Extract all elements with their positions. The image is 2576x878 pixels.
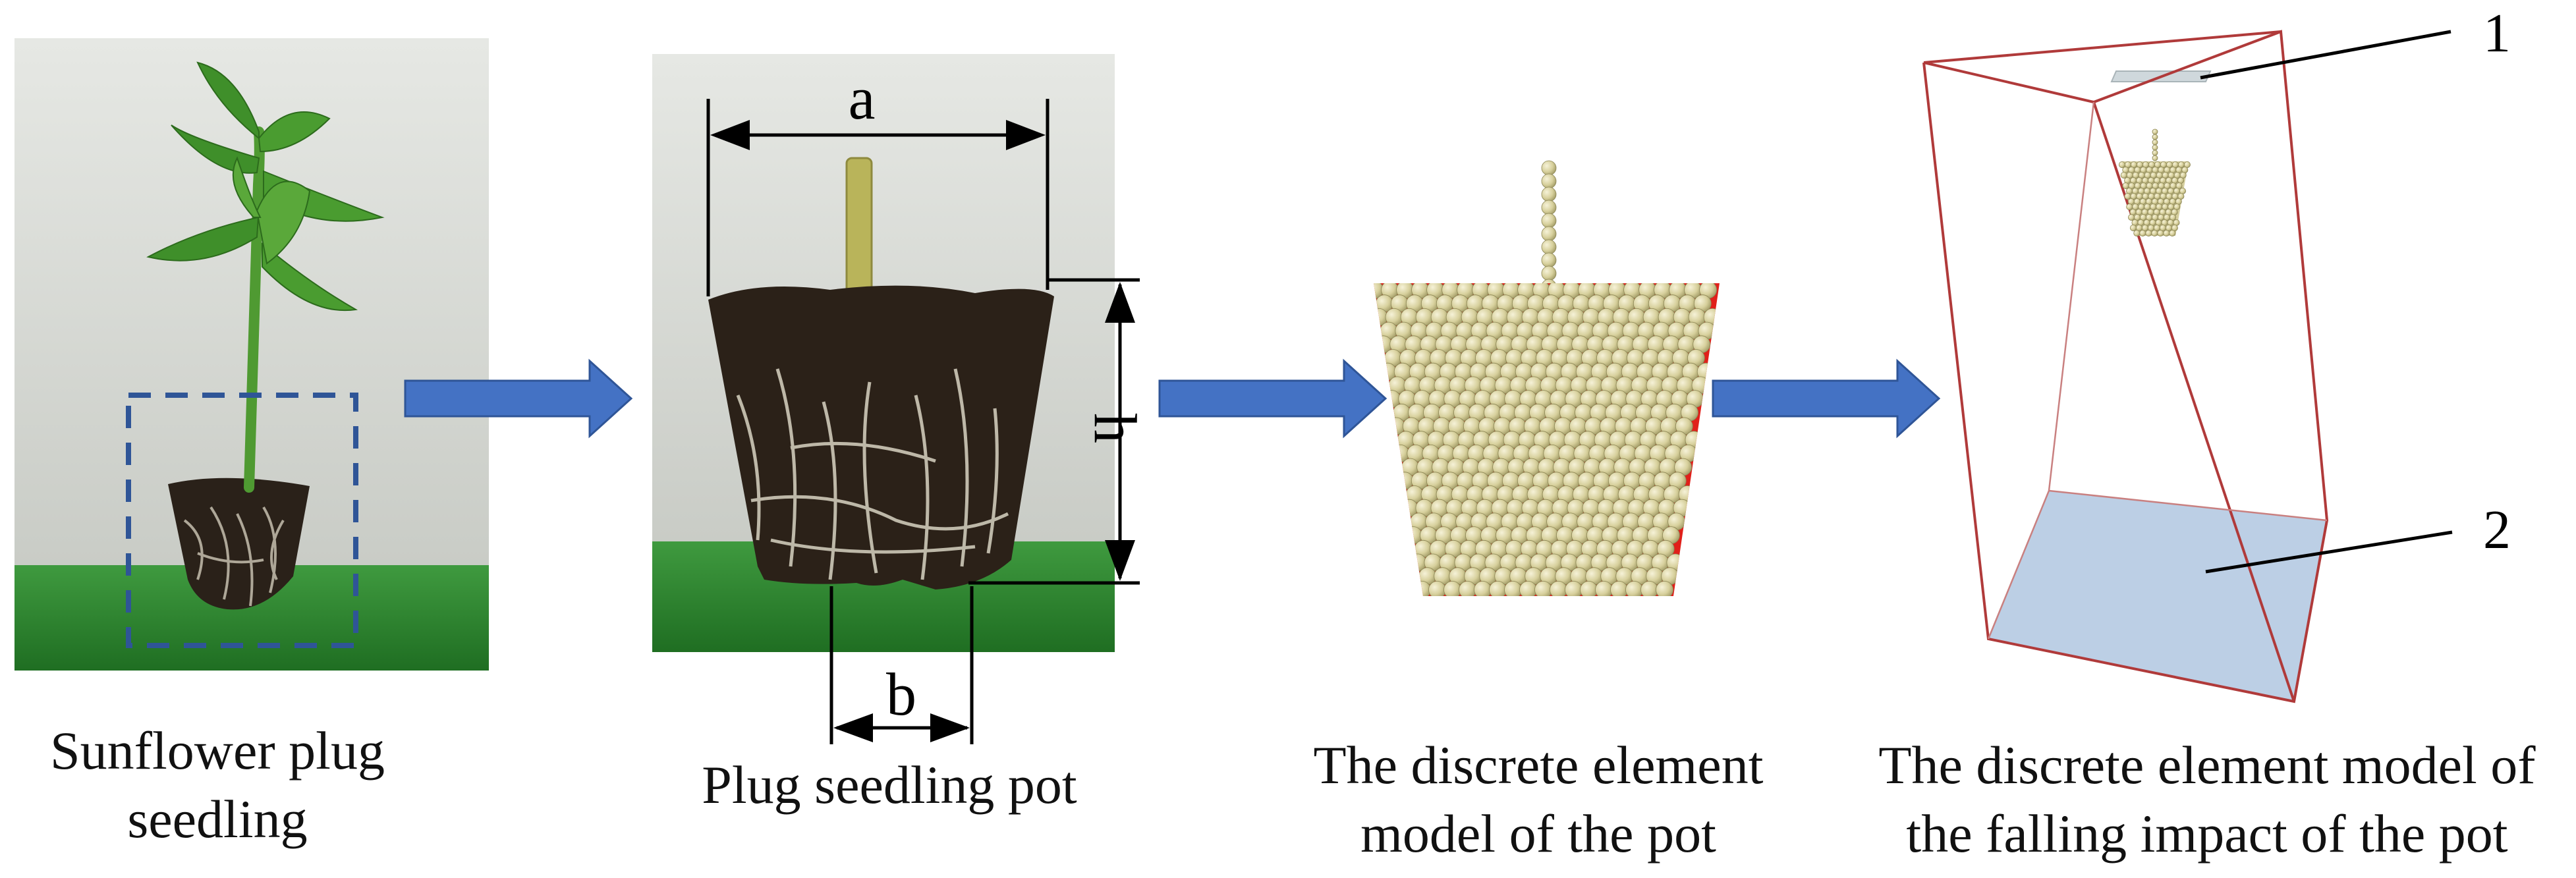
small-stem-particle xyxy=(2152,139,2158,146)
small-pot-particle xyxy=(2139,229,2146,236)
small-pot-particles xyxy=(2118,161,2191,236)
pot-photo: a b h xyxy=(652,54,1149,744)
caption-seedling: Sunflower plug seedling xyxy=(0,717,435,854)
pot-particle xyxy=(1413,581,1431,596)
caption-dem-fall-line-1: The discrete element model of xyxy=(1878,735,2536,795)
caption-seedling-line-1: Sunflower plug xyxy=(50,721,385,781)
pot-particle xyxy=(1565,581,1582,596)
photo2-soil-block xyxy=(708,285,1054,590)
photo2-stem xyxy=(845,157,873,301)
pot-particle xyxy=(1610,581,1628,596)
seedling-photo xyxy=(14,38,489,671)
caption-dem-fall: The discrete element model of the fallin… xyxy=(1845,731,2569,868)
caption-dem-pot-line-2: model of the pot xyxy=(1360,804,1716,864)
callout-line-2 xyxy=(2205,530,2453,574)
caption-seedling-line-2: seedling xyxy=(127,789,308,849)
small-pot-particle xyxy=(2163,229,2170,236)
stem-particle xyxy=(1541,173,1557,189)
pot-particle xyxy=(1428,581,1446,596)
small-pot-particle xyxy=(2157,229,2164,236)
dim-a-label: a xyxy=(849,65,876,132)
photo1-leaves xyxy=(146,61,385,312)
callout-line-1 xyxy=(2200,30,2451,80)
small-pot-particle xyxy=(2124,192,2131,200)
dim-a-arrow-right xyxy=(1006,120,1046,150)
pot-particle xyxy=(1534,581,1552,596)
pot-particle xyxy=(1443,581,1461,596)
flow-arrow-2 xyxy=(1158,358,1387,439)
small-pot-particle xyxy=(2151,229,2158,236)
pot-particle xyxy=(1625,581,1643,596)
small-pot-particle xyxy=(2120,171,2127,178)
dim-b-label: b xyxy=(886,661,916,728)
small-stem-particle xyxy=(2152,134,2158,140)
photo2-roots xyxy=(736,368,1009,580)
small-pot-stem xyxy=(2152,128,2158,161)
photo1-stem xyxy=(244,126,265,493)
pot-particle xyxy=(1489,581,1507,596)
small-pot-particle xyxy=(2129,224,2137,231)
pot-particle xyxy=(1474,581,1492,596)
dem-pot-model xyxy=(1374,160,1720,596)
small-pot-particle xyxy=(2145,229,2152,236)
small-pot-particle xyxy=(2126,203,2133,210)
small-pot-particle xyxy=(2133,229,2141,236)
caption-dem-pot-line-1: The discrete element xyxy=(1313,735,1764,795)
stem-particle xyxy=(1541,186,1557,202)
stem-particle xyxy=(1541,226,1557,242)
dem-pot-particles xyxy=(1374,283,1720,596)
pot-particle xyxy=(1580,581,1598,596)
caption-dem-fall-line-2: the falling impact of the pot xyxy=(1906,804,2508,864)
small-stem-particle xyxy=(2152,150,2158,156)
pot-particle xyxy=(1519,581,1537,596)
caption-pot: Plug seedling pot xyxy=(659,751,1120,819)
dem-stem-particles xyxy=(1541,160,1557,294)
small-stem-particle xyxy=(2152,128,2158,135)
caption-dem-pot: The discrete element model of the pot xyxy=(1265,731,1812,868)
stem-particle xyxy=(1541,239,1557,255)
pot-particle xyxy=(1550,581,1567,596)
dim-h-arrow-bottom xyxy=(1105,540,1135,581)
pot-particle xyxy=(1595,581,1613,596)
small-stem-particle xyxy=(2152,144,2158,151)
pot-particle xyxy=(1640,581,1658,596)
dim-a-arrow-left xyxy=(710,120,750,150)
stem-particle xyxy=(1541,265,1557,281)
stem-particle xyxy=(1541,200,1557,215)
stem-particle xyxy=(1541,252,1557,268)
callout-label-1: 1 xyxy=(2483,3,2511,64)
dim-h-label: h xyxy=(1082,413,1149,443)
pot-particle xyxy=(1504,581,1522,596)
small-pot-particle xyxy=(2169,229,2176,236)
floor-plate xyxy=(1988,491,2327,701)
dem-fall-model: 1 2 xyxy=(1922,3,2511,703)
small-pot-particle xyxy=(2122,182,2129,189)
photo1-roots xyxy=(183,506,285,607)
stem-particle xyxy=(1541,160,1557,176)
dim-h-arrow-top xyxy=(1105,282,1135,323)
caption-pot-line-1: Plug seedling pot xyxy=(702,755,1077,815)
small-stem-particle xyxy=(2152,155,2158,161)
pot-particle xyxy=(1656,581,1673,596)
callout-label-2: 2 xyxy=(2483,499,2511,561)
stem-particle xyxy=(1541,213,1557,229)
dim-b-arrow-left xyxy=(833,713,873,742)
dim-b-arrow-right xyxy=(930,713,970,742)
flow-arrow-1 xyxy=(404,358,633,439)
small-pot-particle xyxy=(2127,213,2135,221)
flow-arrow-3 xyxy=(1712,358,1941,439)
domain-box-hidden-edges xyxy=(1987,101,2328,640)
photo1-dashed-box xyxy=(126,393,358,648)
pot-particle xyxy=(1459,581,1476,596)
small-pot-particle xyxy=(2118,161,2125,168)
